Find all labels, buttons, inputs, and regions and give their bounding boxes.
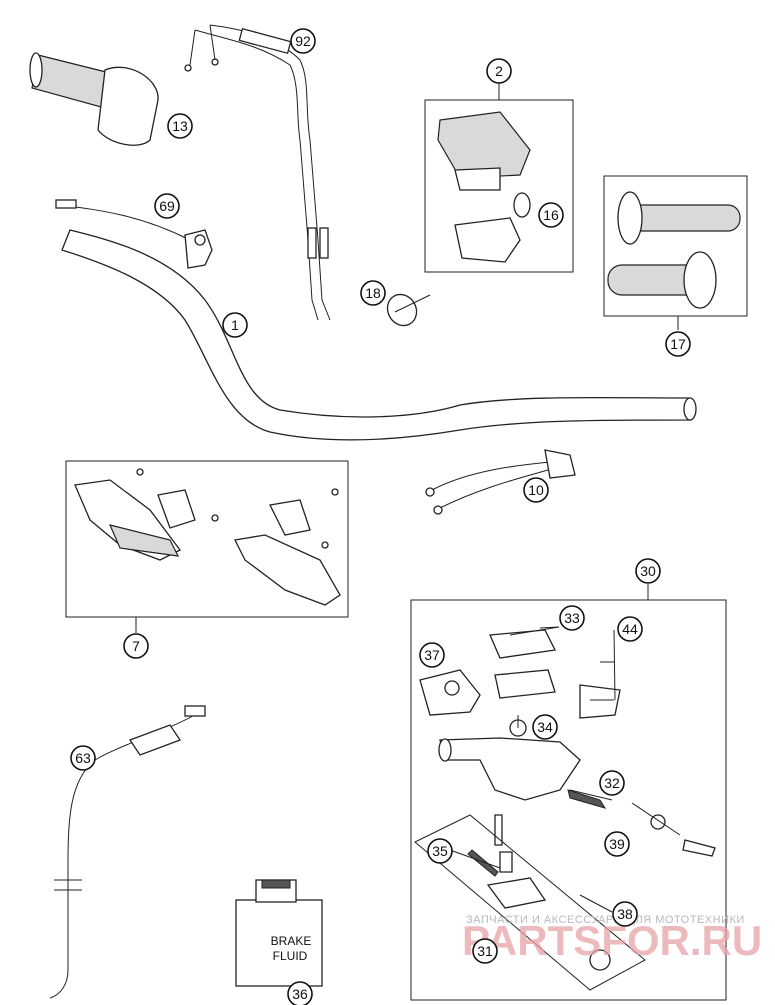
callout-30: 30 xyxy=(635,558,661,584)
callout-7: 7 xyxy=(123,633,149,659)
callout-1-label: 1 xyxy=(231,317,239,333)
master-cylinder xyxy=(419,629,716,971)
callout-37: 37 xyxy=(419,642,445,668)
brake-fluid-label-1: BRAKE xyxy=(271,934,312,948)
callout-17: 17 xyxy=(665,331,691,357)
brake-fluid-bottle: BRAKE FLUID xyxy=(235,879,323,987)
handguards xyxy=(74,468,341,606)
callout-36-label: 36 xyxy=(292,986,308,1002)
leader-lines xyxy=(449,626,681,913)
callout-10: 10 xyxy=(523,477,549,503)
callout-44: 44 xyxy=(617,616,643,642)
handlebar-pad xyxy=(437,111,531,263)
callout-39-label: 39 xyxy=(609,836,625,852)
kill-switch xyxy=(55,199,213,269)
watermark-logo: PARTSFOR.RU xyxy=(462,917,762,964)
callout-92: 92 xyxy=(290,28,316,54)
callout-18-label: 18 xyxy=(365,285,381,301)
watermark: ЗАПЧАСТИ И АКСЕССУАРЫ ДЛЯ МОТОТЕХНИКИ PA… xyxy=(462,914,762,964)
callout-63-label: 63 xyxy=(75,750,91,766)
callout-34: 34 xyxy=(532,714,558,740)
start-switch xyxy=(425,449,576,515)
callout-33-label: 33 xyxy=(564,610,580,626)
throttle-cables xyxy=(184,24,331,321)
grips-box xyxy=(603,175,748,317)
brake-fluid-label-2: FLUID xyxy=(273,949,308,963)
callout-38-label: 38 xyxy=(617,906,633,922)
cable-tie xyxy=(386,293,431,327)
callout-32-label: 32 xyxy=(604,775,620,791)
callout-35-label: 35 xyxy=(432,843,448,859)
callout-36: 36 xyxy=(287,981,313,1005)
lever-box xyxy=(414,814,646,991)
callout-44-label: 44 xyxy=(622,621,638,637)
speedo-cable xyxy=(49,705,206,999)
callout-32: 32 xyxy=(599,770,625,796)
callout-33: 33 xyxy=(559,605,585,631)
callout-63: 63 xyxy=(70,745,96,771)
callout-17-label: 17 xyxy=(670,336,686,352)
callout-16-label: 16 xyxy=(543,207,559,223)
handguard-box xyxy=(65,460,349,618)
callout-39: 39 xyxy=(604,831,630,857)
callout-31-label: 31 xyxy=(477,943,493,959)
throttle-grip xyxy=(29,52,159,146)
callout-2-label: 2 xyxy=(495,63,503,79)
grips xyxy=(607,191,741,309)
callout-37-label: 37 xyxy=(424,647,440,663)
watermark-text: ЗАПЧАСТИ И АКСЕССУАРЫ ДЛЯ МОТОТЕХНИКИ xyxy=(466,914,745,926)
callout-10-label: 10 xyxy=(528,482,544,498)
callout-7-label: 7 xyxy=(132,638,140,654)
callout-1: 1 xyxy=(222,312,248,338)
callout-92-label: 92 xyxy=(295,33,311,49)
handlebar xyxy=(61,229,697,441)
callout-35: 35 xyxy=(427,838,453,864)
callout-16: 16 xyxy=(538,202,564,228)
callout-31: 31 xyxy=(472,938,498,964)
callout-34-label: 34 xyxy=(537,719,553,735)
callout-38: 38 xyxy=(612,901,638,927)
callout-30-label: 30 xyxy=(640,563,656,579)
callout-13: 13 xyxy=(167,113,193,139)
callout-69: 69 xyxy=(154,193,180,219)
callout-13-label: 13 xyxy=(172,118,188,134)
callout-69-label: 69 xyxy=(159,198,175,214)
callout-2: 2 xyxy=(486,58,512,84)
callout-18: 18 xyxy=(360,280,386,306)
master-cylinder-box xyxy=(410,599,727,1001)
